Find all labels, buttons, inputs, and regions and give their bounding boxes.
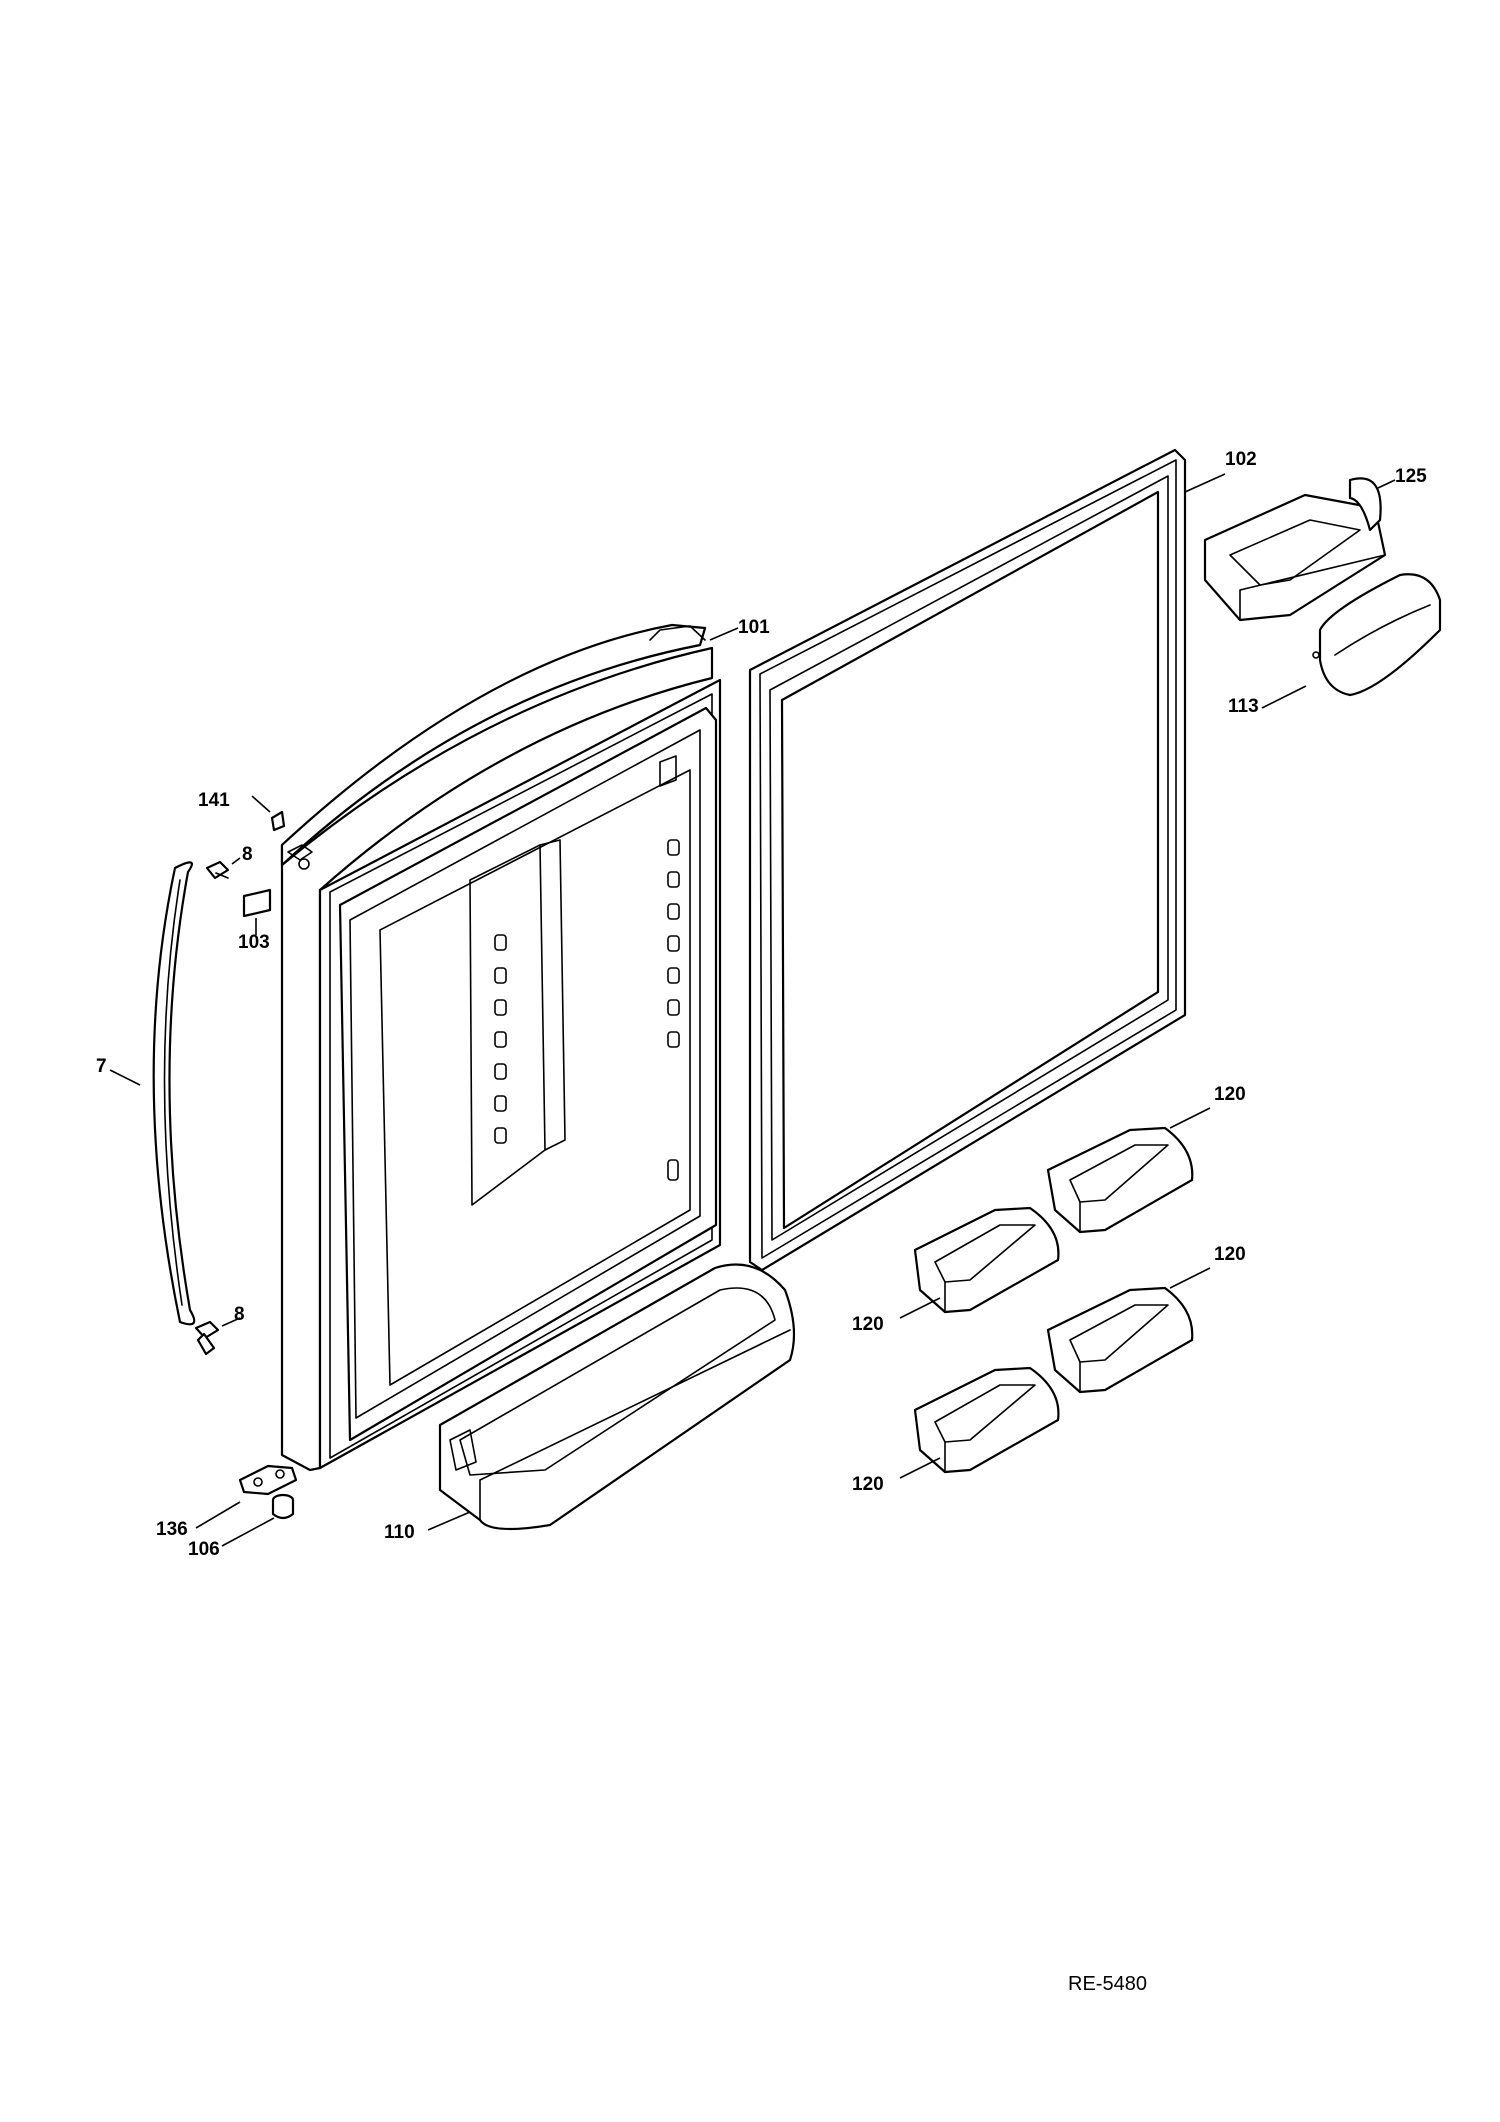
hinge-pin-106 bbox=[271, 1493, 295, 1520]
callout-120-a: 120 bbox=[1214, 1084, 1246, 1105]
door-bin-120-d bbox=[913, 1366, 1060, 1474]
dairy-bin-125 bbox=[1203, 477, 1387, 622]
drawing-code: RE-5480 bbox=[1068, 1973, 1147, 1995]
callout-8-bottom: 8 bbox=[234, 1304, 245, 1325]
callout-113: 113 bbox=[1228, 696, 1259, 717]
callout-136: 136 bbox=[156, 1519, 188, 1540]
callout-110: 110 bbox=[384, 1522, 415, 1543]
callout-120-c: 120 bbox=[1214, 1244, 1246, 1265]
callout-7: 7 bbox=[96, 1056, 107, 1077]
door-bin-120-b bbox=[913, 1206, 1060, 1314]
callout-120-d: 120 bbox=[852, 1474, 884, 1495]
door-bin-110 bbox=[438, 1263, 796, 1531]
callout-125: 125 bbox=[1395, 466, 1427, 487]
callout-106: 106 bbox=[188, 1539, 220, 1560]
callout-103: 103 bbox=[238, 932, 270, 953]
callout-102: 102 bbox=[1225, 449, 1257, 470]
leader-lines bbox=[109, 473, 1396, 1547]
callout-120-b: 120 bbox=[852, 1314, 884, 1335]
screw-bottom bbox=[194, 1320, 220, 1356]
label-103 bbox=[242, 888, 272, 918]
dairy-door-113 bbox=[1312, 573, 1442, 697]
screw-top bbox=[205, 860, 230, 880]
callout-141: 141 bbox=[198, 790, 230, 811]
hinge-plate-136 bbox=[238, 1464, 298, 1496]
door-assembly bbox=[280, 623, 722, 1472]
door-bin-120-c bbox=[1046, 1286, 1194, 1394]
clip-141 bbox=[270, 810, 286, 832]
door-handle bbox=[152, 861, 196, 1326]
door-gasket bbox=[748, 448, 1187, 1272]
door-bin-120-a bbox=[1046, 1126, 1194, 1234]
callout-8-top: 8 bbox=[242, 844, 253, 865]
callout-101: 101 bbox=[738, 617, 770, 638]
